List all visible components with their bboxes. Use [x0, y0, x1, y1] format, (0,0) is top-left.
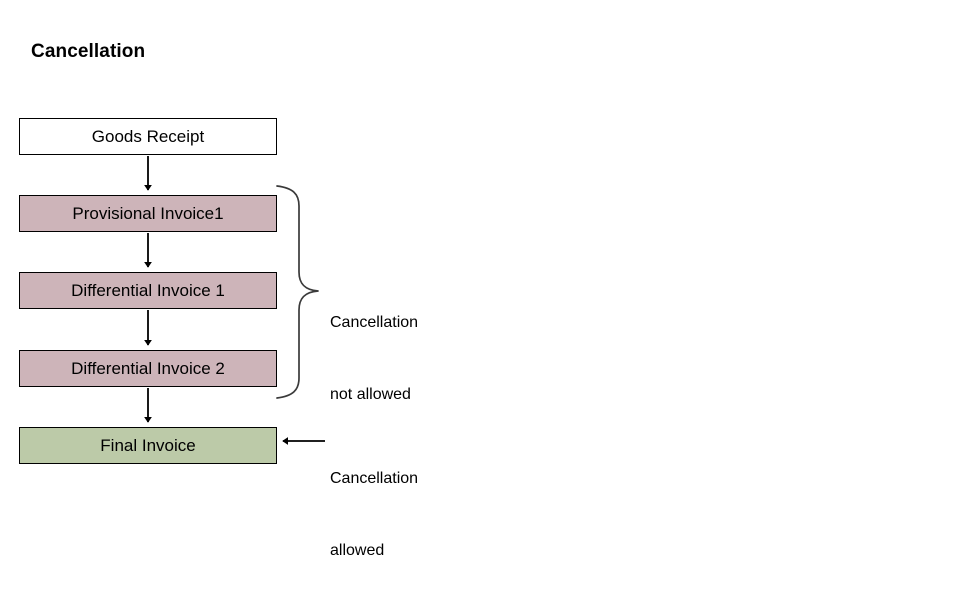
annotation-line-1: Cancellation [330, 470, 419, 487]
diagram-canvas: Cancellation [19, 41, 418, 559]
annotation-cancellation-not-allowed: Cancellation not allowed [330, 263, 418, 455]
node-differential-invoice-2[interactable]: Differential Invoice 2 [19, 350, 277, 387]
node-label: Final Invoice [100, 435, 196, 455]
annotation-line-2: allowed [330, 542, 385, 559]
node-label: Goods Receipt [91, 126, 205, 146]
connector-layer [144, 156, 325, 445]
node-label: Differential Invoice 1 [71, 280, 225, 300]
node-provisional-invoice[interactable]: Provisional Invoice1 [19, 195, 277, 232]
node-final-invoice[interactable]: Final Invoice [19, 427, 277, 464]
node-label: Differential Invoice 2 [71, 358, 225, 378]
node-label: Provisional Invoice1 [72, 203, 224, 223]
annotation-line-2: not allowed [330, 386, 411, 403]
node-goods-receipt[interactable]: Goods Receipt [19, 118, 277, 155]
page-title: Cancellation [31, 41, 146, 62]
node-differential-invoice-1[interactable]: Differential Invoice 1 [19, 272, 277, 309]
curly-brace-not-allowed [276, 185, 319, 399]
annotation-cancellation-allowed: Cancellation allowed [330, 419, 418, 611]
annotation-line-1: Cancellation [330, 314, 419, 331]
